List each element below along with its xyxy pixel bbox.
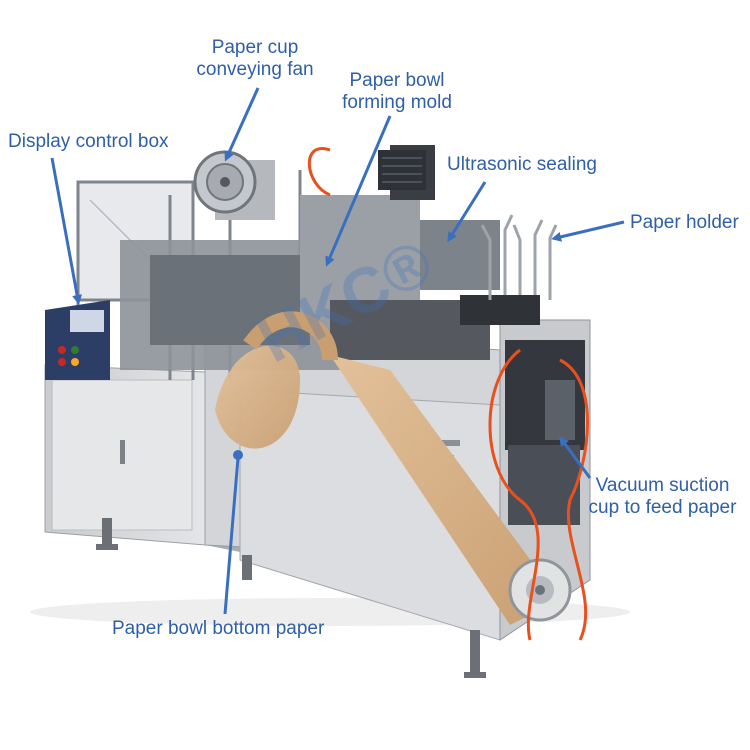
bottom-paper-strip [215,311,560,625]
leader-arrow-icon [224,87,260,162]
leader-arrow-icon [325,115,392,267]
vent-icon [378,150,426,190]
right-cabinet [499,319,591,641]
label-bowl-mold-line2: forming mold [342,92,452,113]
red-button-icon [58,346,66,354]
vacuum-hoses [307,147,589,641]
leader-dot-icon [233,450,243,460]
leader-arrow-icon [559,435,592,479]
label-display-box: Display control box [8,131,169,152]
label-bowl-mold-line1: Paper bowl [349,70,445,91]
label-cup-fan-line1: Paper cup [211,37,299,58]
leader-arrow-icon [551,220,625,242]
paper-holder-rods [480,214,558,300]
machine-legs [96,518,486,678]
label-cup-fan: Paper cup conveying fan [185,37,325,81]
label-bottom-paper: Paper bowl bottom paper [112,618,325,639]
label-ultrasonic: Ultrasonic sealing [447,154,597,175]
leader-dot-icon [223,457,240,615]
fan-icon [193,150,257,214]
label-vacuum-line2: cup to feed paper [588,497,737,518]
label-vacuum-line1: Vacuum suction [595,475,730,496]
leader-arrow-icon [447,181,487,243]
label-cup-fan-line2: conveying fan [196,59,314,80]
feed-roller [508,558,572,622]
leader-lines [50,87,625,615]
label-paper-holder: Paper holder [630,212,739,233]
display-control-box [45,300,110,380]
label-vacuum: Vacuum suction cup to feed paper [580,475,745,519]
label-bowl-mold: Paper bowl forming mold [332,70,462,114]
leader-arrow-icon [50,157,83,305]
